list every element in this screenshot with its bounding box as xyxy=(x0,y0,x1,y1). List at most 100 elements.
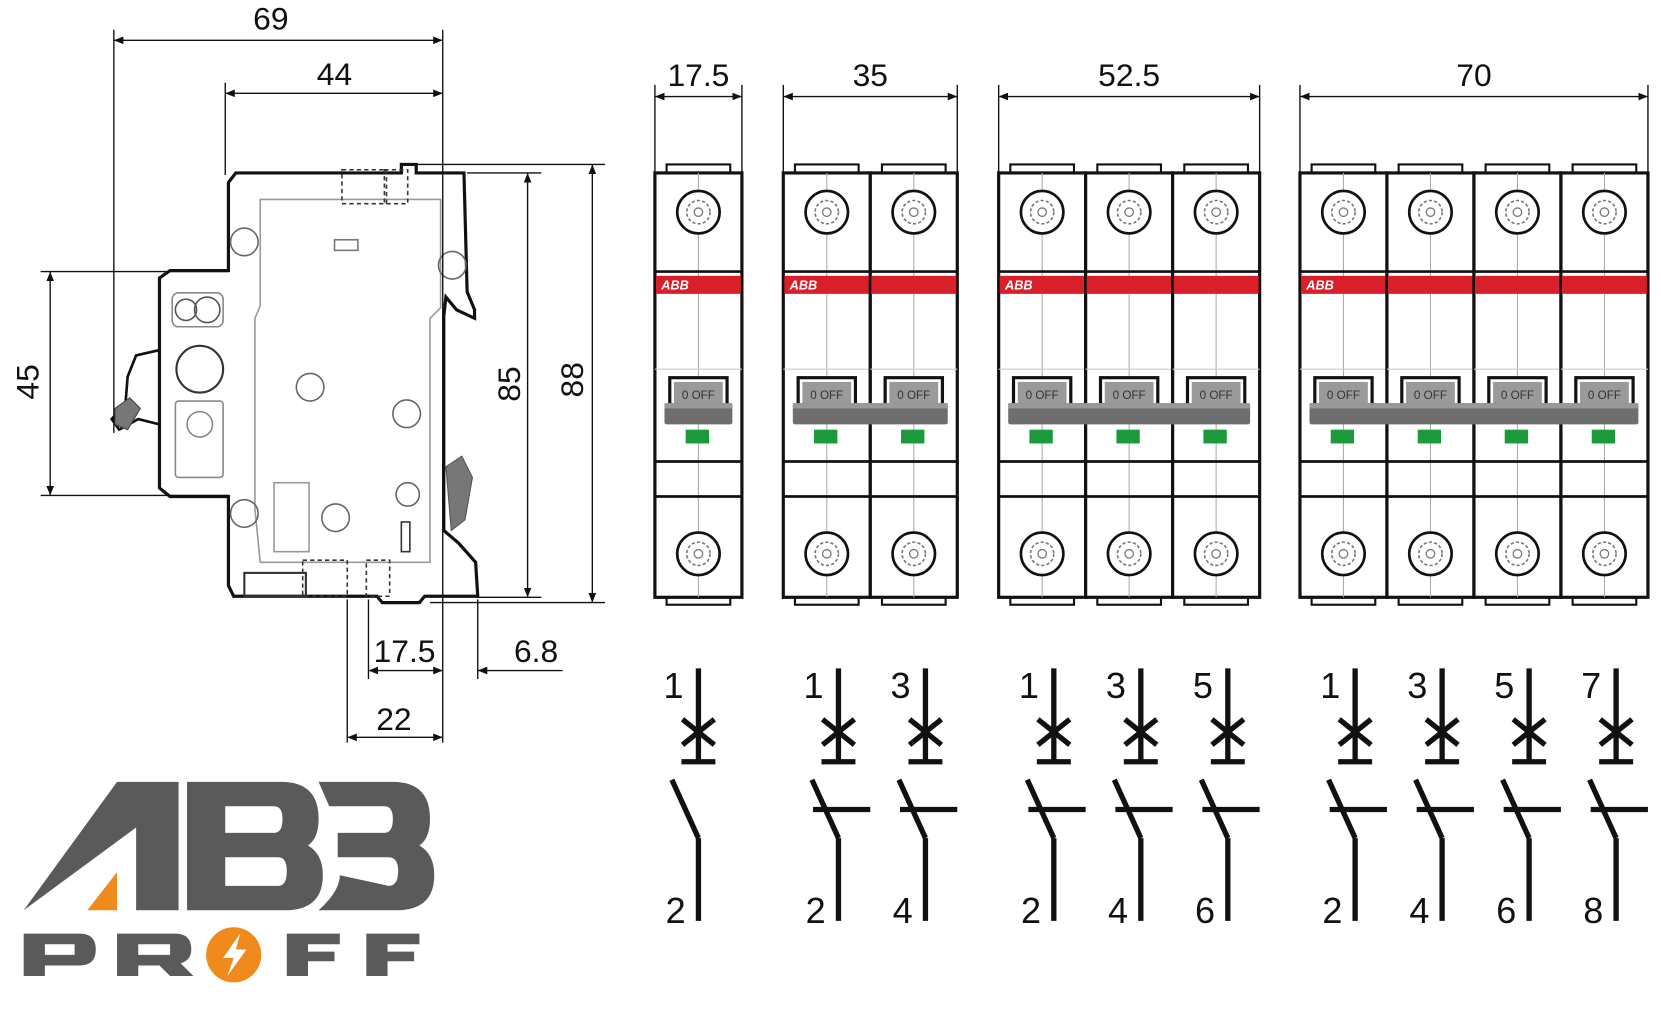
mounting-hole xyxy=(437,250,467,280)
dim-label-69: 69 xyxy=(253,1,288,37)
abb-brand-label: ABB xyxy=(789,278,818,293)
toggle-bar-highlight xyxy=(664,403,733,409)
red-brand-band xyxy=(1388,275,1473,294)
rotary-screw xyxy=(175,344,225,394)
screw-slot-icon xyxy=(1330,199,1356,225)
breaker-x-icon xyxy=(1424,717,1460,747)
slot xyxy=(333,238,359,252)
dim-label-88: 88 xyxy=(554,362,590,397)
status-indicator-green xyxy=(1116,429,1140,444)
screw-slot-icon xyxy=(1504,541,1530,567)
terminal-number-bottom: 2 xyxy=(666,890,686,931)
terminal-screw-icon xyxy=(804,531,850,577)
hidden-feature xyxy=(383,168,409,205)
toggle-off-label: 0 OFF xyxy=(1588,389,1621,402)
terminal-number-bottom: 4 xyxy=(893,890,913,931)
terminal-screw-icon xyxy=(1581,189,1627,235)
screw-slot-icon xyxy=(1116,199,1142,225)
toggle-bar-highlight xyxy=(1309,403,1639,409)
terminal-number-bottom: 2 xyxy=(1322,890,1342,931)
terminal-number-top: 3 xyxy=(1106,665,1126,706)
terminal-number-bottom: 4 xyxy=(1409,890,1429,931)
terminal-screw-icon xyxy=(804,189,850,235)
screw-center-icon xyxy=(1512,548,1523,559)
terminal-number-top: 1 xyxy=(1320,665,1340,706)
screw-center-icon xyxy=(1599,548,1610,559)
red-brand-band xyxy=(1086,275,1172,294)
screw-center-icon xyxy=(693,207,704,218)
screw-slot-icon xyxy=(1203,541,1229,567)
breaker-pole: 0 OFF xyxy=(1298,163,1389,606)
terminal-number-bottom: 6 xyxy=(1496,890,1516,931)
toggle-handle xyxy=(1406,381,1455,406)
screw-center-icon xyxy=(693,548,704,559)
terminal-screw-icon xyxy=(1494,531,1540,577)
screw-slot-icon xyxy=(814,541,840,567)
screw-slot-icon xyxy=(685,541,711,567)
screw-slot-icon xyxy=(814,199,840,225)
breaker-pole: 0 OFF xyxy=(868,163,959,606)
screw-center-icon xyxy=(1037,548,1048,559)
mounting-hole xyxy=(392,399,422,429)
screw-slot-icon xyxy=(901,199,927,225)
breaker-pole: 0 OFF xyxy=(1084,163,1175,606)
terminal-screw-icon xyxy=(891,531,937,577)
status-indicator-green xyxy=(685,429,710,444)
terminal-screw-icon xyxy=(675,531,721,577)
terminal-number-top: 3 xyxy=(891,665,911,706)
breaker-3-pole: 52.5 0 OFF 0 OFF 0 OFF ABB xyxy=(997,57,1262,606)
terminal-screw xyxy=(193,296,221,324)
hidden-feature xyxy=(341,168,388,205)
terminal-screw-icon xyxy=(1106,189,1152,235)
side-view-dimension-labels: 69 44 45 85 88 17.5 6.8 22 xyxy=(10,1,590,737)
screw-slot-icon xyxy=(685,199,711,225)
side-view-inner-outline xyxy=(254,198,442,564)
breaker-x-icon xyxy=(680,717,716,747)
toggle-handle xyxy=(1493,381,1542,406)
screw-slot-icon xyxy=(1029,541,1055,567)
toggle-off-label: 0 OFF xyxy=(1200,389,1233,402)
dim-label-44: 44 xyxy=(317,56,352,92)
toggle-handle xyxy=(1580,381,1629,406)
abb-brand-label: ABB xyxy=(660,278,689,293)
terminal-screw-icon xyxy=(891,189,937,235)
terminal-number-bottom: 8 xyxy=(1583,890,1603,931)
toggle-bar xyxy=(792,403,948,425)
logo-orange-triangle xyxy=(87,872,118,911)
status-indicator-green xyxy=(901,429,925,444)
symbol-1-pole: 12 xyxy=(663,665,716,931)
screw-slot-icon xyxy=(1591,541,1617,567)
dim-label-width: 17.5 xyxy=(667,57,729,93)
terminal-screw-icon xyxy=(1494,189,1540,235)
status-indicator-green xyxy=(1417,429,1442,444)
screw-slot-icon xyxy=(1029,199,1055,225)
terminal-number-bottom: 2 xyxy=(806,890,826,931)
screw-center-icon xyxy=(1124,548,1135,559)
breaker-pole: 0 OFF xyxy=(653,163,744,606)
dim-label-width: 52.5 xyxy=(1098,57,1160,93)
screw-center-icon xyxy=(1211,207,1222,218)
logo-letter-b2 xyxy=(318,781,435,911)
dim-label-22: 22 xyxy=(376,701,411,737)
dim-label-width: 35 xyxy=(853,57,888,93)
terminal-number-bottom: 6 xyxy=(1195,890,1215,931)
toggle-off-label: 0 OFF xyxy=(682,389,715,402)
screw-slot-icon xyxy=(1417,541,1443,567)
breaker-pole: 0 OFF xyxy=(1385,163,1476,606)
terminal-screw-icon xyxy=(675,189,721,235)
breaker-x-icon xyxy=(820,717,857,747)
screw-center-icon xyxy=(1037,207,1048,218)
status-indicator-green xyxy=(1203,429,1227,444)
toggle-bar-highlight xyxy=(1008,403,1251,409)
screw-center-icon xyxy=(821,207,832,218)
abb-brand-label: ABB xyxy=(1004,278,1033,293)
toggle-bar xyxy=(1008,403,1251,425)
toggle-off-label: 0 OFF xyxy=(1026,389,1059,402)
toggle-handle xyxy=(674,381,723,406)
toggle-off-label: 0 OFF xyxy=(897,389,930,402)
